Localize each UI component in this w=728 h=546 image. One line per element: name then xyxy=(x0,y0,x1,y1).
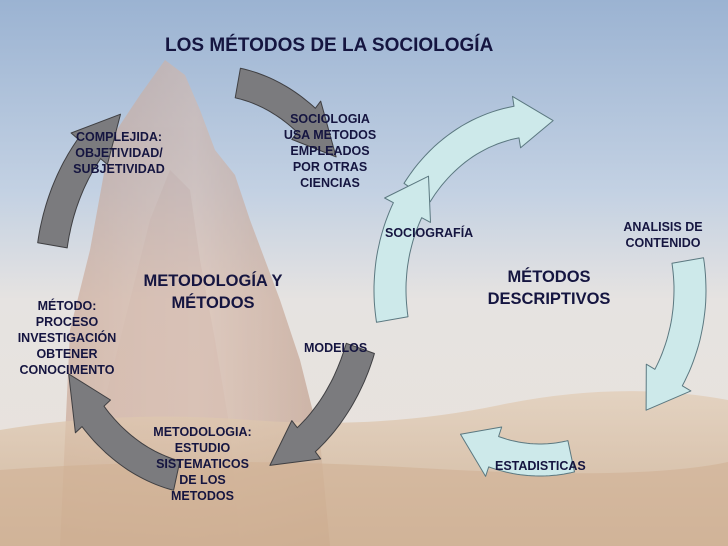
right-cycle-item-analisis: ANALISIS DE CONTENIDO xyxy=(623,220,703,250)
right-cycle-arrow-1 xyxy=(403,95,554,203)
left-cycle-item-metodologia: METODOLOGIA: ESTUDIO SISTEMATICOS DE LOS… xyxy=(153,425,252,503)
right-cycle-item-sociografia: SOCIOGRAFÍA xyxy=(385,226,474,240)
left-cycle-center-label: METODOLOGÍA Y MÉTODOS xyxy=(143,272,283,312)
left-cycle-item-sociologia: SOCIOLOGIA USA METODOS EMPLEADOS POR OTR… xyxy=(283,112,377,190)
right-cycle-item-modelos: MODELOS xyxy=(304,341,368,355)
left-cycle-arrow-3 xyxy=(68,373,181,491)
right-cycle-arrow-3 xyxy=(460,426,575,477)
left-cycle-arrow-4 xyxy=(37,113,121,249)
right-cycle-arrow-4 xyxy=(373,175,431,323)
left-cycle-item-complejidad: COMPLEJIDA: OBJETIVIDAD/ SUBJETIVIDAD xyxy=(73,130,165,176)
left-cycle-arrow-2 xyxy=(269,342,375,466)
page-title: LOS MÉTODOS DE LA SOCIOLOGÍA xyxy=(165,35,494,56)
right-cycle-arrow-2 xyxy=(645,257,707,411)
left-cycle-item-metodo: MÉTODO: PROCESO INVESTIGACIÓN OBTENER CO… xyxy=(17,299,117,377)
left-cycle-arrow-1 xyxy=(234,67,337,158)
right-cycle-item-estadisticas: ESTADISTICAS xyxy=(495,459,586,473)
right-cycle-center-label: MÉTODOS DESCRIPTIVOS xyxy=(487,268,611,308)
